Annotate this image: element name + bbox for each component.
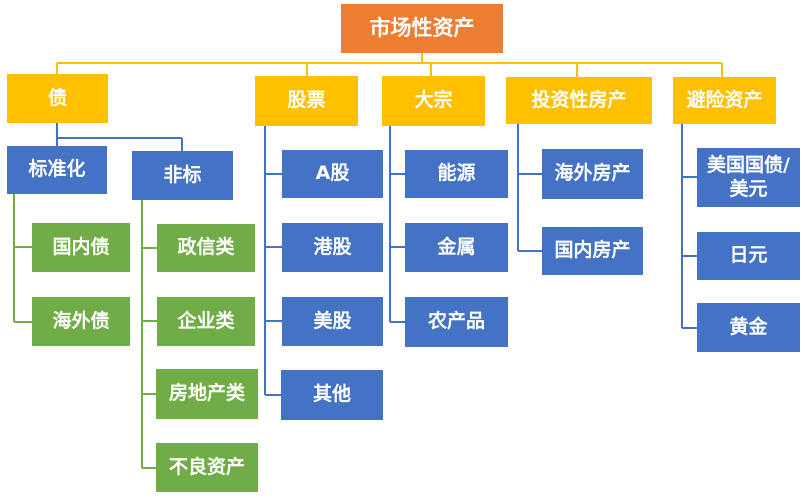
connector-bond-children bbox=[56, 123, 183, 151]
connector-root-branches bbox=[56, 53, 723, 77]
node-a-shares: A股 bbox=[282, 150, 383, 198]
connector-commodities-children bbox=[389, 126, 405, 323]
node-bond: 债 bbox=[7, 74, 108, 123]
node-domestic-bond: 国内债 bbox=[32, 223, 130, 272]
node-us-treasury-usd: 美国国债/美元 bbox=[697, 148, 800, 207]
node-jpy: 日元 bbox=[697, 232, 800, 280]
node-safe-haven: 避险资产 bbox=[673, 77, 776, 124]
connector-safehaven-children bbox=[681, 124, 697, 329]
node-market-assets: 市场性资产 bbox=[341, 4, 503, 53]
node-nonstandard: 非标 bbox=[132, 151, 233, 200]
node-standardized: 标准化 bbox=[7, 146, 107, 194]
node-distressed-assets: 不良资产 bbox=[156, 443, 258, 492]
node-metals: 金属 bbox=[405, 223, 508, 272]
node-energy: 能源 bbox=[405, 150, 508, 198]
node-commodities: 大宗 bbox=[382, 76, 485, 126]
node-investment-property: 投资性房产 bbox=[506, 77, 652, 124]
node-hk-shares: 港股 bbox=[282, 223, 383, 272]
connector-stocks-children bbox=[264, 126, 282, 396]
node-domestic-property: 国内房产 bbox=[542, 227, 643, 275]
node-other-stocks: 其他 bbox=[281, 370, 383, 420]
node-us-shares: 美股 bbox=[282, 297, 383, 346]
node-stocks: 股票 bbox=[255, 76, 358, 126]
node-agricultural: 农产品 bbox=[405, 297, 508, 347]
connector-property-children bbox=[517, 124, 542, 252]
node-gold: 黄金 bbox=[697, 303, 800, 352]
node-corporate: 企业类 bbox=[157, 297, 255, 346]
node-real-estate-class: 房地产类 bbox=[156, 369, 258, 419]
node-gov-credit: 政信类 bbox=[157, 224, 255, 272]
node-overseas-bond: 海外债 bbox=[32, 297, 130, 346]
connector-standardized-children bbox=[13, 194, 32, 323]
node-overseas-property: 海外房产 bbox=[542, 149, 643, 199]
connector-nonstandard-children bbox=[141, 200, 157, 469]
